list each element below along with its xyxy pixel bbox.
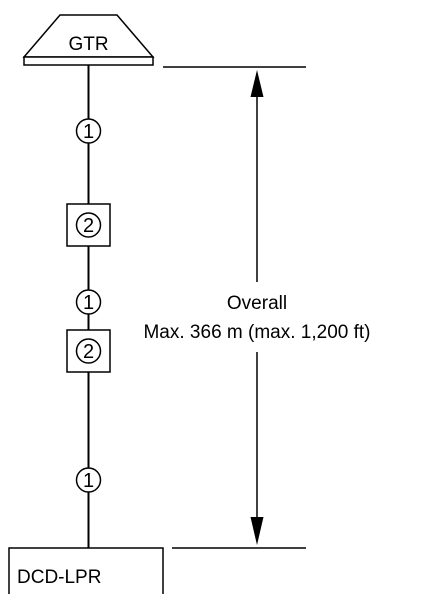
gtr-device: GTR [22,14,155,66]
cable-marker: 1 [75,289,102,315]
repeater-marker-number: 2 [83,215,94,237]
arrowhead-up-icon [250,70,264,97]
cable-marker: 1 [75,467,102,493]
dcd-lpr-frame [8,547,164,594]
repeater-box-frame [66,329,111,373]
cable-marker-circle [75,289,102,315]
dcd-lpr-label: DCD-LPR [17,567,101,588]
cable-marker: 1 [75,118,102,144]
repeater-box: 2 [66,203,111,247]
dimension-title: Overall [227,293,287,314]
dimension-arrow [250,70,264,545]
cable-marker-number: 1 [83,292,94,314]
gtr-label: GTR [68,34,108,55]
cable-marker-circle [75,467,102,493]
repeater-marker-circle [75,212,102,238]
repeater-marker-number: 2 [83,341,94,363]
cable-marker-circle [75,118,102,144]
cable-marker-number: 1 [83,470,94,492]
repeater-box: 2 [66,329,111,373]
dcd-lpr-device: DCD-LPR [8,547,164,594]
gtr-base [23,56,154,66]
arrowhead-down-icon [250,517,264,545]
repeater-marker-circle [75,338,102,364]
cable-marker-number: 1 [83,121,94,143]
dimension-value: Max. 366 m (max. 1,200 ft) [143,322,370,343]
